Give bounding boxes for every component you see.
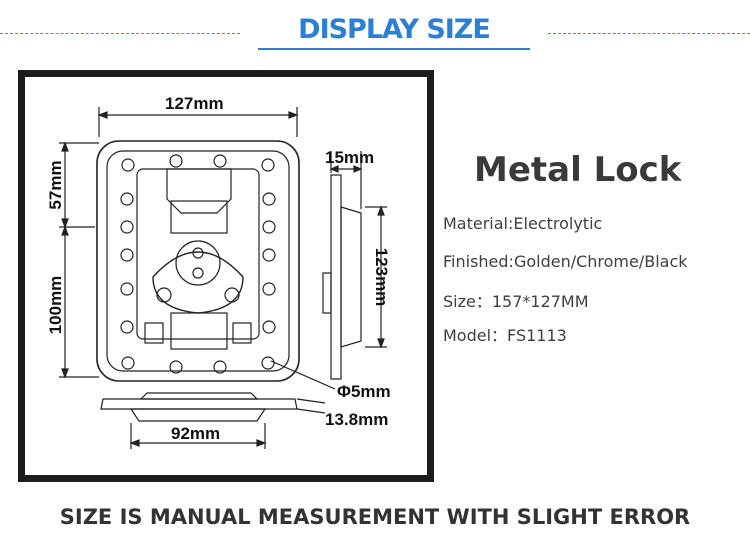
- side-profile-plate: [330, 174, 342, 380]
- lower-bracket: [170, 312, 228, 350]
- section-title: DISPLAY SIZE: [298, 14, 491, 45]
- spec-size: Size：157*127MM: [443, 292, 589, 311]
- dim-arrow: [61, 368, 69, 379]
- dimension-diagram: 127mm 57mm 100mm 15mm 123mm Φ5mm 13.8mm …: [18, 70, 434, 482]
- side-profile-latch: [322, 272, 332, 314]
- lower-tab: [144, 322, 164, 344]
- bottom-profile-hump: [139, 392, 259, 400]
- dim-arrow: [329, 165, 339, 173]
- dim-arrow: [97, 111, 108, 119]
- lock-plate-inner: [106, 150, 290, 372]
- dim-label-profile-depth: 13.8mm: [325, 410, 388, 429]
- dim-arrow: [377, 338, 385, 349]
- spec-model: Model：FS1113: [443, 326, 567, 345]
- knob-pin: [192, 267, 204, 279]
- dim-arrow: [61, 141, 69, 152]
- rotary-knob: [175, 240, 221, 286]
- profile-callout-leader: [296, 408, 326, 414]
- dim-label-side-height: 123mm: [372, 248, 391, 307]
- hole-callout-leader: [270, 360, 336, 390]
- bottom-profile-plate: [100, 398, 298, 410]
- bottom-profile-base: [129, 408, 267, 422]
- dim-label-depth: 15mm: [325, 148, 374, 167]
- dim-arrow: [377, 205, 385, 216]
- dim-label-width: 127mm: [165, 94, 224, 113]
- lock-drawing: 127mm 57mm 100mm 15mm 123mm Φ5mm 13.8mm …: [46, 94, 391, 449]
- handle-plate: [152, 251, 244, 314]
- dim-label-height-lower: 100mm: [46, 276, 65, 335]
- spec-finish: Finished:Golden/Chrome/Black: [443, 252, 688, 271]
- knob-pin: [192, 247, 204, 259]
- product-title: Metal Lock: [474, 150, 682, 190]
- profile-callout-leader: [296, 398, 326, 404]
- dim-arrow: [353, 165, 363, 173]
- handle-rivet: [156, 287, 172, 303]
- lower-tab: [232, 322, 252, 344]
- dim-arrow: [288, 111, 299, 119]
- measurement-note: SIZE IS MANUAL MEASUREMENT WITH SLIGHT E…: [59, 505, 691, 529]
- latch-bar: [170, 200, 228, 234]
- spec-material: Material:Electrolytic: [443, 214, 603, 233]
- dim-label-hole: Φ5mm: [337, 382, 391, 401]
- mounting-holes: [120, 154, 276, 374]
- dim-label-base-width: 92mm: [171, 424, 220, 443]
- dim-arrow: [256, 439, 267, 447]
- header-divider-left: [0, 33, 240, 34]
- dim-arrow: [61, 218, 69, 229]
- latch-hook: [166, 168, 232, 214]
- header-divider-right: [548, 33, 750, 34]
- side-profile-body: [340, 206, 362, 348]
- dim-arrow: [129, 439, 140, 447]
- section-header: DISPLAY SIZE: [258, 12, 530, 50]
- dim-label-height-upper: 57mm: [46, 160, 65, 209]
- handle-rivet: [224, 287, 240, 303]
- lock-plate-outer: [96, 140, 300, 382]
- dim-arrow: [61, 225, 69, 236]
